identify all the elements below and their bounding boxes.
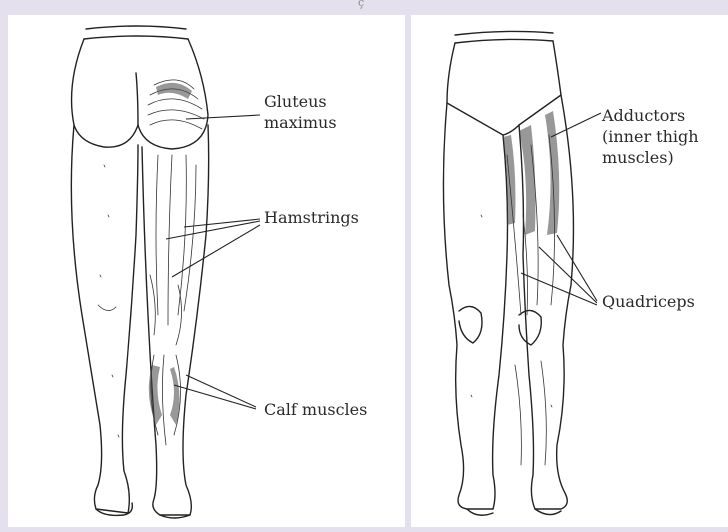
label-calf-muscles: Calf muscles: [264, 399, 367, 420]
top-mark: ç: [358, 0, 364, 9]
label-quadriceps: Quadriceps: [602, 291, 695, 312]
anterior-legs-illustration: [411, 15, 728, 527]
posterior-legs-illustration: [8, 15, 405, 527]
label-hamstrings: Hamstrings: [264, 207, 359, 228]
